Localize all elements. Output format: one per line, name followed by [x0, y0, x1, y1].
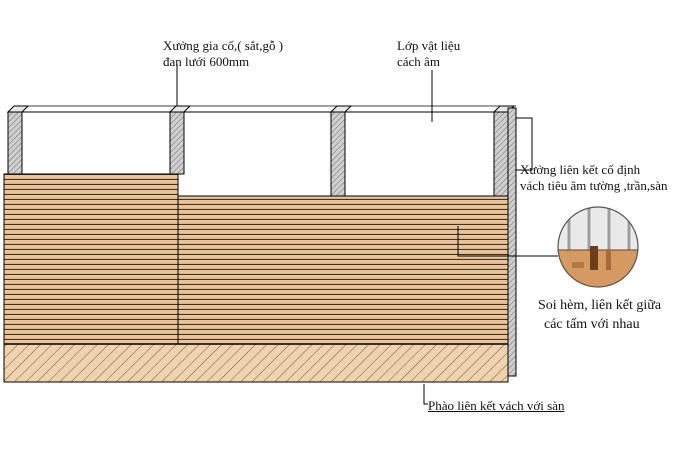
label-fixing-frame-line1: Xưởng liên kết cố định [520, 162, 641, 177]
label-skirting: Phào liên kết vách với sàn [428, 398, 565, 413]
leader-fixing-frame [516, 117, 533, 171]
label-groove-joint: Soi hèm, liên kết giữa các tấm với nhau [538, 296, 661, 334]
leader-skirting [423, 384, 428, 405]
groove-joint-detail [557, 206, 639, 288]
label-groove-joint-line2: các tấm với nhau [544, 317, 640, 332]
top-frame-lines [8, 105, 516, 113]
label-reinforcement-frame: Xưởng gia cố,( sắt,gỗ ) đan lưới 600mm [163, 38, 283, 70]
label-fixing-frame: Xưởng liên kết cố định vách tiêu âm tườn… [520, 162, 668, 194]
label-acoustic-layer-line1: Lớp vật liệu [397, 38, 461, 53]
stud-2 [168, 105, 192, 175]
label-acoustic-layer: Lớp vật liệu cách âm [397, 38, 460, 70]
label-fixing-frame-line2: vách tiêu âm tường ,trần,sàn [520, 178, 668, 193]
reinforcement-studs [6, 105, 517, 377]
label-groove-joint-line1: Soi hèm, liên kết giữa [538, 298, 662, 313]
wood-panels [3, 173, 509, 345]
stud-1 [6, 105, 30, 175]
leader-lines [176, 64, 558, 405]
label-acoustic-layer-line2: cách âm [397, 54, 440, 69]
leader-groove-joint [457, 226, 558, 257]
label-reinforcement-frame-line1: Xưởng gia cố,( sắt,gỗ ) [163, 38, 284, 53]
stud-3 [329, 105, 353, 197]
label-reinforcement-frame-line2: đan lưới 600mm [163, 54, 250, 69]
skirting-board [3, 343, 509, 383]
